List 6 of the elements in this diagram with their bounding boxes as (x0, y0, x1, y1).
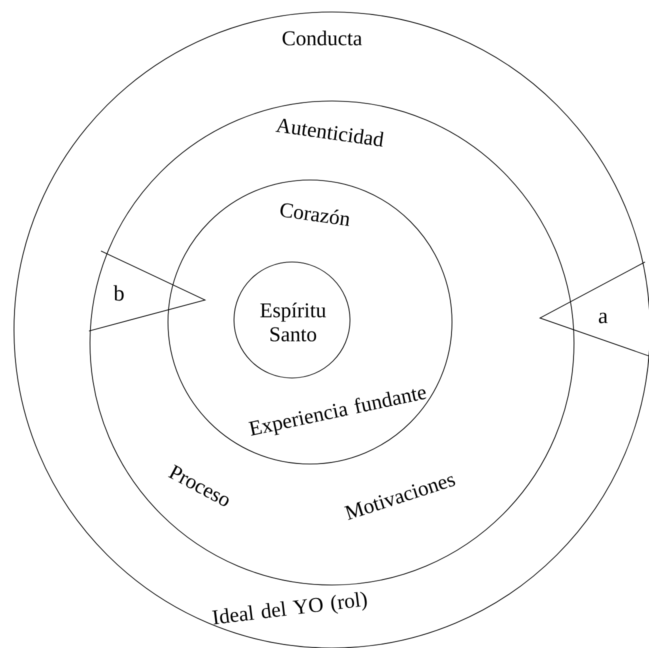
ring-label: Ideal del YO (rol) (212, 592, 367, 624)
ring-label: Corazón (280, 203, 349, 226)
ring-label: Experiencia fundante (248, 389, 426, 436)
ring-label: Autenticidad (276, 118, 384, 147)
ring-label: Conducta (282, 30, 362, 46)
ring-label: Espíritu Santo (260, 302, 326, 342)
